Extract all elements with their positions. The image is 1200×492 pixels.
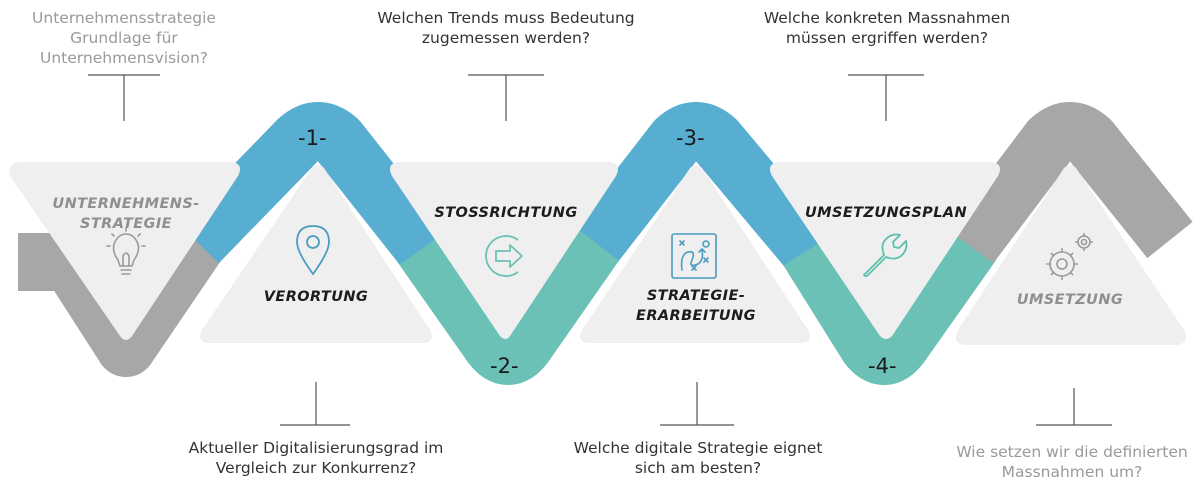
tile-umsetzungsplan: [770, 162, 1000, 339]
question-strategie-erarbeitung: Welche digitale Strategie eignet sich am…: [573, 439, 823, 477]
arrow-circle-icon: [485, 235, 523, 277]
connector-stossrichtung: [468, 74, 544, 121]
step-number-1: -1-: [298, 126, 327, 150]
tile-verortung: [200, 165, 432, 343]
question-stossrichtung: Welchen Trends muss Bedeutung zugemessen…: [377, 9, 635, 47]
step-number-4: -4-: [868, 354, 897, 378]
strategy-board-icon: [671, 233, 717, 279]
ribbon-valley-4: [783, 227, 996, 385]
label-umsetzung: UMSETZUNG: [1016, 292, 1124, 308]
lightbulb-icon: [106, 227, 146, 275]
wrench-icon: [863, 233, 908, 277]
connector-umsetzung: [1036, 388, 1112, 426]
tile-strategie-erarbeitung: [580, 165, 810, 343]
gears-icon: [1046, 233, 1093, 280]
label-stossrichtung: STOSSRICHTUNG: [434, 205, 578, 221]
connectors: [88, 74, 1112, 426]
connector-unternehmensstrategie: [88, 74, 160, 121]
ribbon-end-gray: [946, 102, 1193, 264]
ribbon: [18, 102, 1193, 385]
question-verortung: Aktueller Digitalisierungsgrad im Vergle…: [188, 439, 444, 477]
question-umsetzungsplan: Welche konkreten Massnahmen müssen ergri…: [763, 9, 1011, 47]
ribbon-peak-1: [177, 102, 448, 268]
connector-umsetzungsplan: [848, 74, 924, 121]
label-strategie-erarbeitung: STRATEGIE- ERARBEITUNG: [636, 288, 756, 324]
connector-strategie-erarbeitung: [660, 382, 734, 426]
question-umsetzung: Wie setzen wir die definierten Massnahme…: [956, 443, 1188, 481]
ribbon-valley-2: [399, 223, 622, 385]
step-number-2: -2-: [490, 354, 519, 378]
label-unternehmensstrategie: UNTERNEHMENS- STRATEGIE: [52, 196, 200, 232]
step-number-3: -3-: [676, 126, 705, 150]
connector-verortung: [280, 382, 350, 426]
label-verortung: VERORTUNG: [263, 289, 369, 305]
label-umsetzungsplan: UMSETZUNGSPLAN: [804, 205, 968, 221]
map-pin-icon: [296, 225, 330, 276]
tile-unternehmensstrategie: [9, 162, 240, 340]
ribbon-peak-3: [573, 102, 833, 271]
question-unternehmensstrategie: Unternehmensstrategie Grundlage für Unte…: [32, 9, 216, 67]
ribbon-start-gray: [18, 223, 224, 377]
